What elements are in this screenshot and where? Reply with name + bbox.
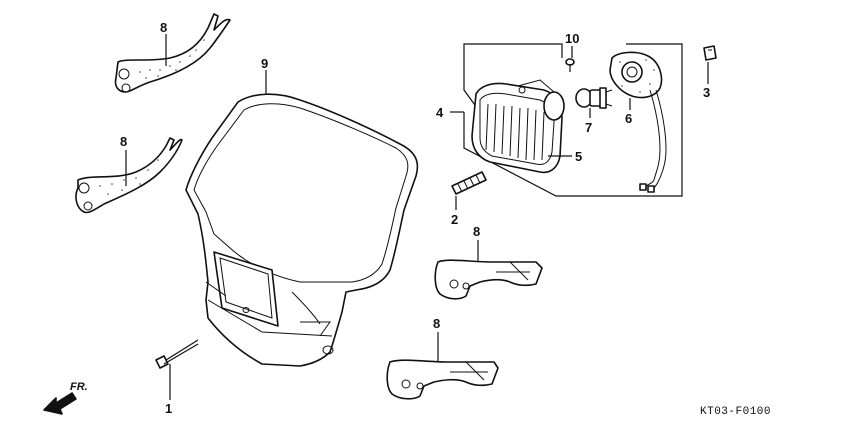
front-direction-arrow: FR.	[43, 381, 88, 415]
callout-9: 9	[261, 56, 268, 71]
bracket-part-8-lower-right-upper	[434, 259, 543, 300]
callout-8-right-lower: 8	[433, 316, 440, 331]
callout-6: 6	[625, 111, 632, 126]
callout-2: 2	[451, 212, 458, 227]
callout-3: 3	[703, 85, 710, 100]
callout-7: 7	[585, 120, 592, 135]
clip-part-3	[703, 45, 717, 61]
callout-10: 10	[565, 31, 579, 46]
diagram-code: KT03-F0100	[700, 406, 771, 418]
callout-labels: 8 8 9 10 3 4 7 6 5 2 8 8 1	[120, 20, 710, 416]
bracket-part-8-top	[114, 13, 231, 93]
callout-8-middle-left: 8	[120, 134, 127, 149]
bracket-part-8-lower-right-lower	[386, 359, 499, 400]
callout-4: 4	[436, 105, 444, 120]
callout-1: 1	[165, 401, 172, 416]
screw-part-10	[565, 58, 575, 72]
leader-lines	[125, 34, 709, 400]
callout-8-right-upper: 8	[473, 224, 480, 239]
callout-5: 5	[575, 149, 582, 164]
bracket-part-8-middle	[75, 137, 183, 214]
bulb-part-7	[575, 87, 613, 109]
assembly-bracket-lines	[463, 43, 683, 197]
callout-8-top-left: 8	[160, 20, 167, 35]
socket-wiring-part-6	[609, 51, 667, 193]
headlight-unit-part-5	[471, 79, 565, 174]
bolt-part-1	[155, 339, 199, 369]
spring-part-2	[451, 171, 487, 195]
headlight-cowl-part-9	[185, 93, 419, 367]
front-direction-label: FR.	[70, 381, 88, 393]
